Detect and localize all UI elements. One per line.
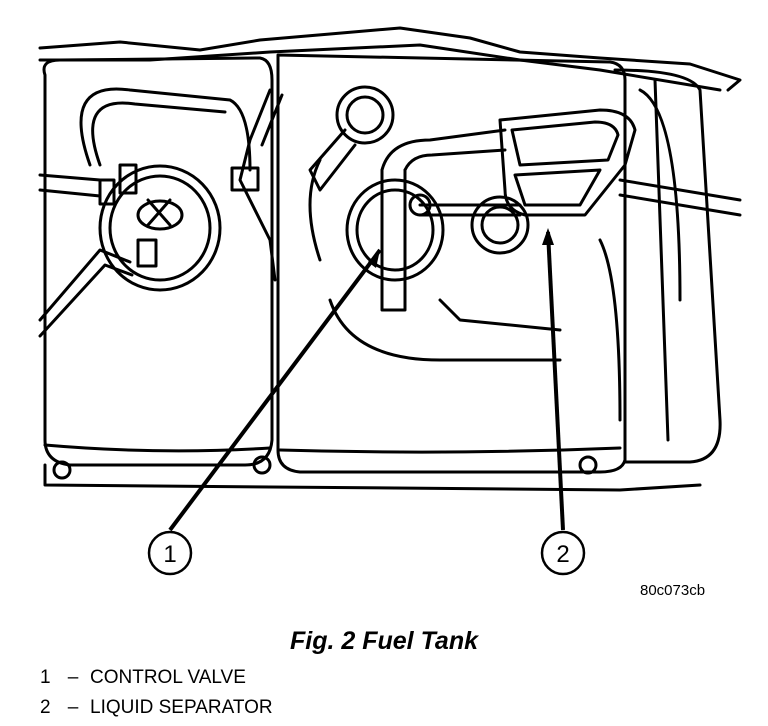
callout-2: 2 (540, 530, 586, 576)
fuel-line-left (38, 248, 132, 322)
fuel-pump-module (98, 164, 222, 292)
legend-number: 2 (40, 697, 51, 718)
legend-label: LIQUID SEPARATOR (90, 697, 273, 718)
liquid-separator (498, 108, 637, 217)
vent-line (238, 88, 277, 282)
control-valve (345, 178, 445, 282)
legend-separator: – (67, 697, 79, 718)
rollover-valve (335, 85, 395, 145)
legend-separator: – (67, 667, 79, 688)
bolt-center (252, 455, 272, 475)
tank-strap-right (613, 68, 722, 464)
legend-number: 1 (40, 667, 51, 688)
legend-item: 2 – LIQUID SEPARATOR (40, 697, 273, 719)
callout-1: 1 (147, 530, 193, 576)
leader-line-1 (168, 248, 382, 532)
fuel-tank-illustration: 1 2 (38, 26, 742, 576)
callout-2-number: 2 (556, 541, 569, 568)
legend-item: 1 – CONTROL VALVE (40, 667, 246, 689)
arrowhead-1 (368, 250, 380, 268)
left-tank-half (42, 56, 274, 467)
right-tank-half (276, 53, 627, 474)
floor-pan-edge (38, 43, 722, 92)
tank-bottom-strap (43, 463, 702, 492)
callout-1-number: 1 (163, 541, 176, 568)
bolt-right (578, 455, 598, 475)
bolt-left (52, 460, 72, 480)
figure-caption: Fig. 2 Fuel Tank (290, 627, 478, 655)
legend-label: CONTROL VALVE (90, 667, 246, 688)
floor-pan-outline (38, 26, 742, 92)
image-code: 80c073cb (640, 582, 706, 599)
leader-line-2 (546, 231, 565, 531)
arrowhead-2 (542, 228, 554, 245)
